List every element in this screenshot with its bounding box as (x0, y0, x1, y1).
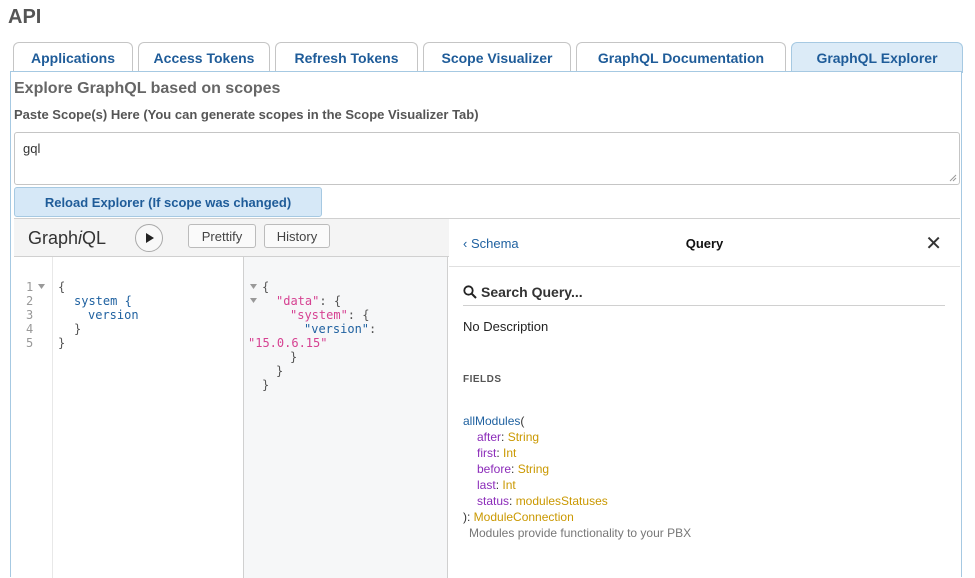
fold-arrow-icon[interactable] (250, 284, 257, 290)
line-number: 3 (26, 308, 34, 322)
doc-header: ‹ Schema Query ✕ (449, 219, 960, 267)
field-name-link[interactable]: allModules (463, 414, 521, 428)
tab-graphql-documentation[interactable]: GraphQL Documentation (576, 42, 786, 72)
close-icon[interactable]: ✕ (925, 233, 942, 255)
result-line: "version": (304, 322, 377, 336)
chevron-left-icon: ‹ (463, 236, 468, 251)
result-line: } (290, 350, 298, 364)
search-icon (463, 285, 477, 299)
type-link[interactable]: String (507, 430, 540, 444)
field-arg: after: String (477, 430, 540, 444)
fold-arrow-icon[interactable] (250, 298, 257, 304)
field-arg: last: Int (477, 478, 516, 492)
type-description: No Description (463, 319, 549, 334)
query-line: { (58, 280, 66, 294)
result-line: } (262, 378, 270, 392)
type-link[interactable]: Int (503, 446, 517, 460)
documentation-explorer: ‹ Schema Query ✕ Search Query... No Desc… (449, 219, 960, 578)
line-number: 2 (26, 294, 34, 308)
type-link[interactable]: String (517, 462, 550, 476)
tab-access-tokens[interactable]: Access Tokens (138, 42, 270, 72)
type-link[interactable]: modulesStatuses (515, 494, 608, 508)
line-number: 4 (26, 322, 34, 336)
graphiql-toolbar: GraphiQL Prettify History (14, 219, 449, 257)
doc-title: Query (685, 236, 724, 251)
field-arg: status: modulesStatuses (477, 494, 608, 508)
reload-explorer-button[interactable]: Reload Explorer (If scope was changed) (14, 187, 322, 217)
scope-textarea[interactable]: gql (14, 132, 960, 185)
resize-grip-icon[interactable] (949, 174, 957, 182)
play-icon (146, 233, 154, 243)
query-line: system { (74, 294, 132, 308)
field-arg: first: Int (477, 446, 517, 460)
tab-applications[interactable]: Applications (13, 42, 133, 72)
tab-refresh-tokens[interactable]: Refresh Tokens (275, 42, 418, 72)
result-version-value: "15.0.6.15" (248, 336, 328, 350)
history-button[interactable]: History (264, 224, 330, 248)
result-line: } (276, 364, 284, 378)
result-viewer: { "data": { "system": { "version": "15.0… (244, 257, 448, 578)
prettify-button[interactable]: Prettify (188, 224, 256, 248)
field-return: ): ModuleConnection (463, 510, 574, 524)
execute-query-button[interactable] (135, 224, 163, 252)
type-link[interactable]: Int (502, 478, 516, 492)
result-line: "system": { (290, 308, 370, 322)
line-number: 5 (26, 336, 34, 350)
query-line: } (58, 336, 66, 350)
tab-bar: Applications Access Tokens Refresh Token… (13, 42, 963, 73)
field-list: allModules( after: String first: Int bef… (463, 413, 691, 541)
graphiql-explorer: GraphiQL Prettify History 1 2 3 4 5 { sy… (14, 218, 960, 578)
query-line: } (74, 322, 82, 336)
explorer-title: Explore GraphQL based on scopes (14, 80, 281, 97)
back-to-schema-link[interactable]: ‹ Schema (463, 236, 519, 251)
graphiql-logo: GraphiQL (28, 228, 107, 248)
tab-scope-visualizer[interactable]: Scope Visualizer (423, 42, 571, 72)
field-description: Modules provide functionality to your PB… (469, 526, 692, 540)
page-title: API (8, 6, 42, 28)
result-line: { (262, 280, 270, 294)
fold-arrow-icon[interactable] (38, 284, 45, 290)
line-number: 1 (26, 280, 34, 294)
tab-graphql-explorer[interactable]: GraphQL Explorer (791, 42, 963, 73)
line-number-gutter (14, 257, 53, 578)
query-line: version (88, 308, 139, 322)
query-editor[interactable]: 1 2 3 4 5 { system { version } } (14, 257, 244, 578)
doc-search-input[interactable]: Search Query... (463, 279, 945, 306)
return-type-link[interactable]: ModuleConnection (473, 510, 574, 524)
scope-value: gql (23, 141, 41, 156)
field-signature: allModules( (463, 414, 525, 428)
scope-input-label: Paste Scope(s) Here (You can generate sc… (14, 107, 479, 122)
result-line: "data": { (276, 294, 342, 308)
field-arg: before: String (477, 462, 550, 476)
fields-heading: FIELDS (463, 374, 502, 385)
